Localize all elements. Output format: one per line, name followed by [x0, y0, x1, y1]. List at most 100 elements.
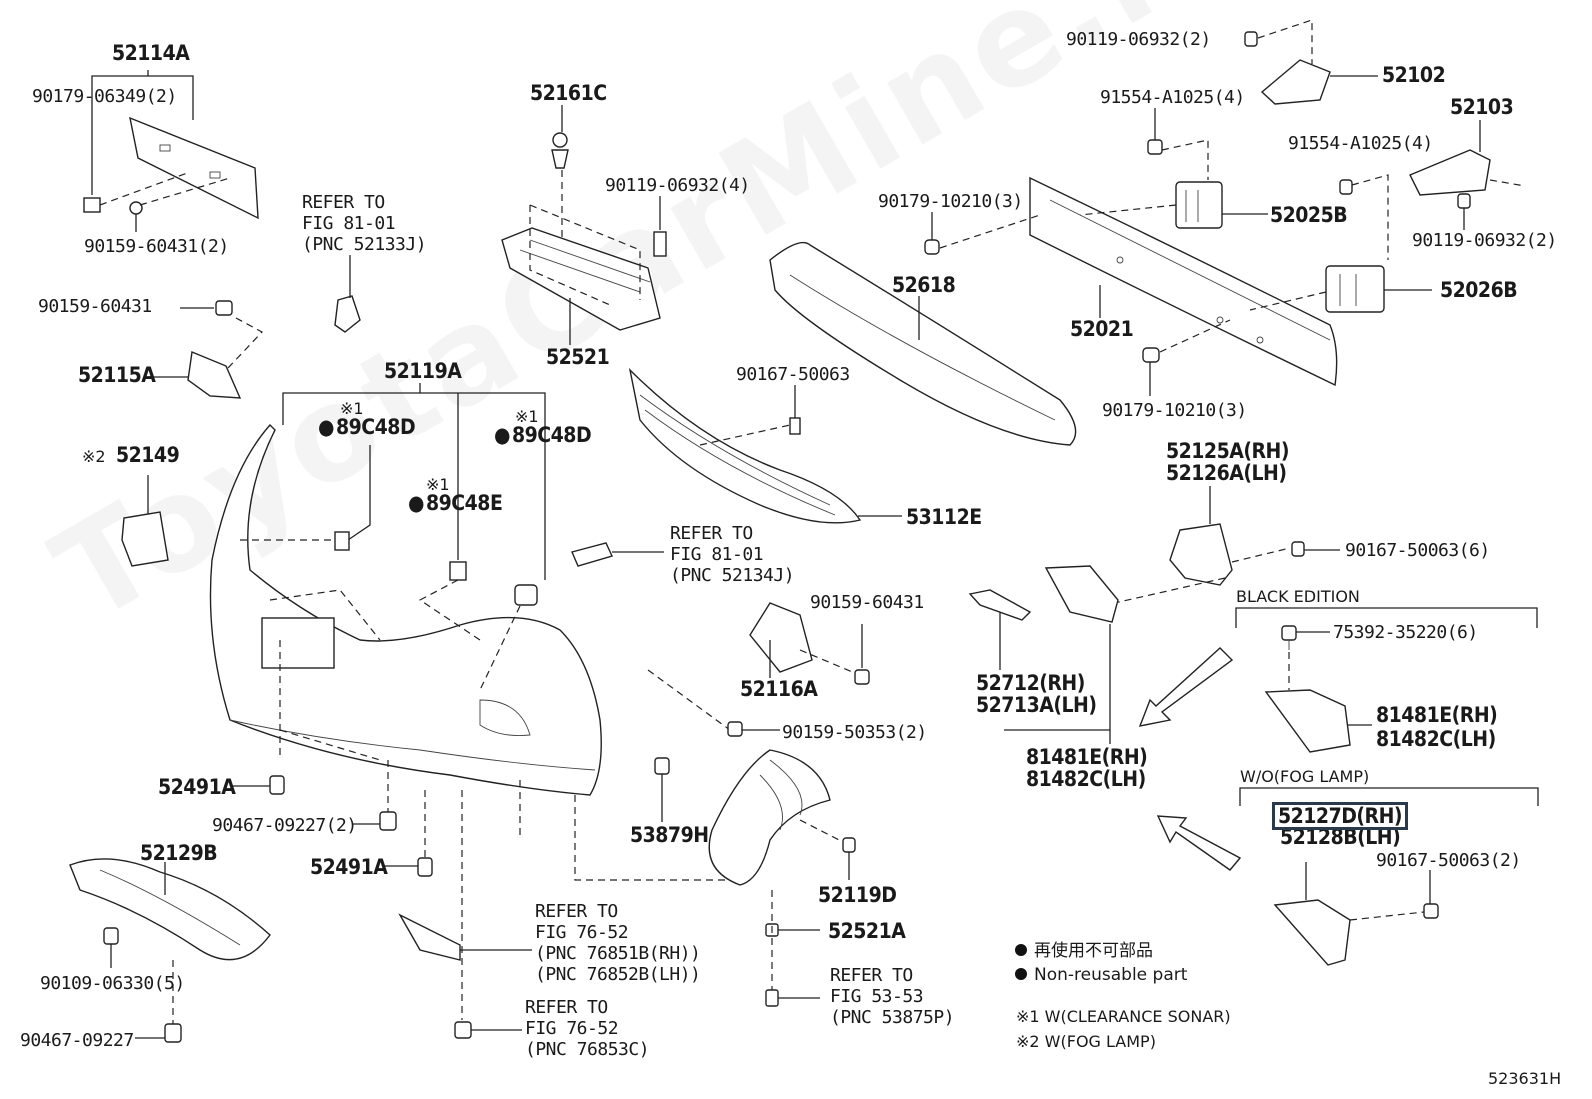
- label-90467-09227: 90467-09227: [20, 1030, 134, 1051]
- label-refer-81-b-3: (PNC 52134J): [670, 565, 795, 586]
- label-52491A-b: 52491A: [310, 855, 388, 879]
- fog-cover-52149-part: [121, 511, 169, 567]
- label-52712: 52712(RH): [976, 671, 1085, 695]
- label-note1-b: ※1: [515, 407, 539, 426]
- label-52127D-highlighted[interactable]: 52127D(RH): [1272, 802, 1409, 830]
- label-90159-50353: 90159-50353(2): [782, 722, 927, 743]
- legend-dot-en: [1015, 968, 1027, 980]
- label-refer-81-a-3: (PNC 52133J): [302, 234, 427, 255]
- label-refer-81-a-2: FIG 81-01: [302, 213, 396, 234]
- bolt-90167-6-part: [1291, 541, 1305, 557]
- license-plate-bracket-part: [83, 116, 259, 220]
- label-52128B: 52128B(LH): [1280, 825, 1401, 849]
- label-refer-76-a-1: REFER TO: [535, 901, 618, 922]
- label-90109-06330: 90109-06330(5): [40, 973, 185, 994]
- label-wo-fog-lamp: W/O(FOG LAMP): [1240, 767, 1370, 786]
- bolt-90167-part: [789, 417, 801, 435]
- label-90119-06932-2-right: 90119-06932(2): [1412, 230, 1557, 251]
- sensor-retainer-89C48E: [449, 561, 467, 581]
- bolt-90109-part: [103, 927, 119, 945]
- lamp-bracket-52712-part: [968, 589, 1032, 621]
- clip-52161C-part: [551, 132, 569, 169]
- center-bracket-52521-part: [501, 227, 661, 331]
- nut-90159-part: [854, 669, 870, 685]
- clip-52491A-a: [269, 775, 285, 795]
- label-90167-50063-6: 90167-50063(6): [1345, 540, 1490, 561]
- label-90179-10210-a: 90179-10210(3): [878, 191, 1023, 212]
- bolt-90167-2-part: [1423, 903, 1439, 919]
- garnish-76851B-part: [398, 913, 461, 961]
- clip-52491A-b: [417, 857, 433, 877]
- label-refer-76-b-3: (PNC 76853C): [525, 1039, 650, 1060]
- note-1-clearance-sonar: ※1 W(CLEARANCE SONAR): [1016, 1007, 1231, 1026]
- label-90119-06932-2-top: 90119-06932(2): [1066, 29, 1211, 50]
- label-52491A-a: 52491A: [158, 775, 236, 799]
- refer-bracket-52133J-part: [334, 295, 361, 333]
- bracket-52102-part: [1260, 59, 1331, 105]
- label-refer-81-a-1: REFER TO: [302, 192, 385, 213]
- legend-non-reusable-cn: 再使用不可部品: [1034, 941, 1153, 961]
- absorber-52025B-part: [1175, 181, 1223, 229]
- bumper-bracket-52115A-part: [187, 300, 242, 399]
- bolt-90119-right: [1457, 193, 1471, 209]
- clip-90467-09227-part: [164, 1023, 182, 1043]
- label-52114A: 52114A: [112, 41, 190, 65]
- bolt-52119D-part: [842, 837, 856, 853]
- label-90467-09227-2: 90467-09227(2): [212, 815, 357, 836]
- absorber-52026B-part: [1325, 265, 1385, 313]
- label-90159-60431: 90159-60431: [38, 296, 152, 317]
- label-black-edition: BLACK EDITION: [1236, 587, 1360, 606]
- retainer-53879H-part: [654, 757, 670, 775]
- bolt-90119-part: [653, 231, 667, 257]
- arrow-icon-down: [1156, 815, 1242, 871]
- label-52119A: 52119A: [384, 359, 462, 383]
- clip-75392-part: [1281, 625, 1297, 650]
- bolt-90159-50353-part: [727, 721, 743, 737]
- bolt-91554-a: [1147, 139, 1163, 155]
- label-note2-a: ※2: [82, 447, 106, 466]
- bolt-90119-top: [1244, 31, 1258, 47]
- label-81482C-black: 81482C(LH): [1376, 727, 1496, 751]
- label-52116A: 52116A: [740, 677, 818, 701]
- label-refer-53-2: FIG 53-53: [830, 986, 924, 1007]
- label-note1-c: ※1: [426, 475, 450, 494]
- arrow-icon-up: [1138, 647, 1234, 727]
- label-90119-06932-4: 90119-06932(4): [605, 175, 750, 196]
- bracket-52103-part: [1409, 149, 1491, 196]
- sensor-retainer-89C48D-left: [334, 531, 350, 551]
- label-52126A: 52126A(LH): [1166, 461, 1287, 485]
- label-refer-76-a-2: FIG 76-52: [535, 922, 629, 943]
- legend-non-reusable-en: Non-reusable part: [1034, 965, 1188, 985]
- legend-dot-cn: [1015, 944, 1027, 956]
- label-refer-76-b-1: REFER TO: [525, 997, 608, 1018]
- bumper-cover-52119A-part: [209, 423, 602, 796]
- label-52103: 52103: [1450, 95, 1514, 119]
- label-refer-53-1: REFER TO: [830, 965, 913, 986]
- note-2-fog-lamp: ※2 W(FOG LAMP): [1016, 1032, 1156, 1051]
- label-91554-b: 91554-A1025(4): [1288, 133, 1433, 154]
- label-81481E-black: 81481E(RH): [1376, 703, 1498, 727]
- nut-90179-b: [1142, 347, 1160, 363]
- label-89C48E: 89C48E: [408, 492, 503, 514]
- label-90179-06349: 90179-06349(2): [32, 86, 177, 107]
- label-90167-50063: 90167-50063: [736, 364, 850, 385]
- lamp-bracket-52125A-part: [1169, 523, 1233, 586]
- label-refer-53-3: (PNC 53875P): [830, 1007, 955, 1028]
- nut-90179-a: [924, 239, 940, 255]
- label-52521: 52521: [546, 345, 610, 369]
- label-52521A: 52521A: [828, 919, 906, 943]
- lower-grille-53112E-part: [628, 367, 862, 524]
- retainer-76853C-part: [454, 1021, 472, 1039]
- label-52119D: 52119D: [818, 883, 897, 907]
- fog-cover-81481E-part: [1044, 565, 1119, 623]
- label-90167-50063-2: 90167-50063(2): [1376, 850, 1521, 871]
- label-90179-10210-b: 90179-10210(3): [1102, 400, 1247, 421]
- bolt-53875P-part: [765, 989, 779, 1007]
- label-52125A: 52125A(RH): [1166, 439, 1289, 463]
- label-81481E: 81481E(RH): [1026, 745, 1148, 769]
- diagram-id: 523631H: [1488, 1069, 1562, 1088]
- label-52149: 52149: [116, 443, 180, 467]
- label-90159-60431-2: 90159-60431(2): [84, 236, 229, 257]
- label-refer-81-b-2: FIG 81-01: [670, 544, 764, 565]
